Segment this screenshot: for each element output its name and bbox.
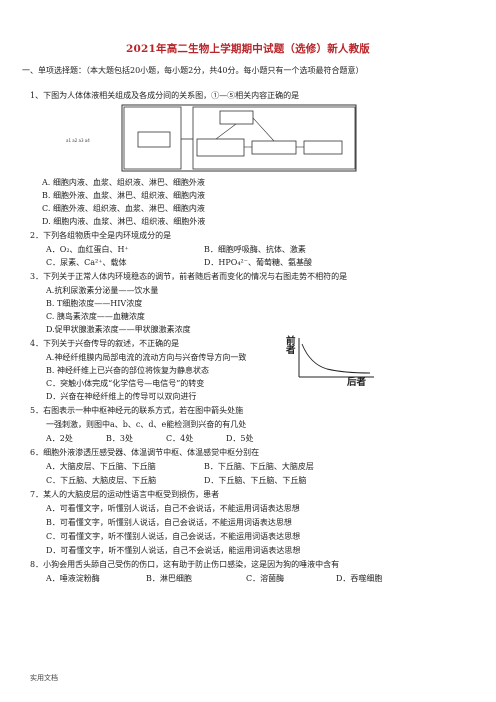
page-title: 2021年高二生物上学期期中试题（选修）新人教版: [125, 43, 371, 55]
question-5-stem: 5．右图表示一种中枢神经元的联系方式，若在图中箭头处施: [30, 406, 244, 415]
q8-option-a: A．唾液淀粉酶: [46, 574, 100, 583]
q5-option-d: D．5处: [226, 434, 254, 443]
q1-option-a: A. 细胞内液、血浆、组织液、淋巴、细胞外液: [42, 178, 205, 187]
graph-y-label: 前者: [286, 336, 296, 356]
page-footer: 实用文档: [30, 674, 58, 682]
q5-option-b: B．3处: [106, 434, 133, 443]
diagram-label: a1 a2 a3 a4: [66, 138, 90, 143]
q3-option-b: B. T细胞浓度——HIV浓度: [46, 299, 143, 308]
q2-option-c: C．尿素、Ca²⁺、载体: [46, 258, 127, 267]
q8-option-b: B．淋巴细胞: [146, 574, 192, 583]
q2-option-a: A．O₂、血红蛋白、H⁺: [46, 245, 129, 254]
q3-option-c: C. 胰岛素浓度——血糖浓度: [46, 312, 145, 321]
trend-graph: [298, 338, 374, 378]
q4-option-c: C．突触小体完成“化学信号—电信号”的转变: [46, 379, 205, 388]
question-4-stem: 4．下列关于兴奋传导的叙述，不正确的是: [30, 339, 180, 348]
section-heading: 一、单项选择题：（本大题包括20小题，每小题2分，共40分。每小题只有一个选项最…: [22, 66, 364, 75]
q7-option-a: A．可看懂文字，听懂别人说话，自己不会说话，不能运用词语表达思想: [46, 504, 300, 513]
question-5-stem-continued: 一强刺激，则图中a、b、c、d、e能检测到兴奋的有几处: [46, 420, 247, 429]
q8-option-c: C．溶菌酶: [246, 574, 285, 583]
q7-option-c: C．可看懂文字，听不懂别人说话，自己会说话，不能运用词语表达思想: [46, 532, 301, 541]
q7-option-b: B．可看懂文字，听懂别人说话，自己会说话，不能运用词语表达思想: [46, 518, 292, 527]
question-1-stem: 1、下图为人体体液相关组成及各成分间的关系图，①—⑤相关内容正确的是: [30, 91, 300, 100]
q6-option-d: D．下丘脑、下丘脑、下丘脑: [204, 476, 307, 485]
q5-option-c: C．4处: [166, 434, 194, 443]
q1-option-b: B. 细胞外液、血浆、淋巴、组织液、细胞内液: [42, 191, 205, 200]
graph-x-label: 后者: [347, 377, 367, 388]
q4-option-a: A.神经纤维膜内局部电流的流动方向与兴奋传导方向一致: [46, 353, 247, 362]
q1-option-c: C. 细胞外液、组织液、血浆、淋巴、细胞内液: [42, 204, 205, 213]
q2-option-b: B．细胞呼吸酶、抗体、激素: [204, 245, 306, 254]
question-7-stem: 7．某人的大脑皮层的运动性语言中枢受到损伤，患者: [30, 490, 220, 499]
q4-option-b: B. 神经纤维上已兴奋的部位将恢复为静息状态: [46, 366, 209, 375]
q5-option-a: A．2处: [46, 434, 73, 443]
q1-option-d: D. 细胞内液、血浆、淋巴、组织液、细胞外液: [42, 217, 206, 226]
question-6-stem: 6．细胞外液渗透压感受器、体温调节中枢、体温感觉中枢分别在: [30, 448, 260, 457]
body-fluid-diagram: a1 a2 a3 a4: [66, 104, 357, 172]
question-2-stem: 2．下列各组物质中全是内环境成分的是: [30, 231, 172, 240]
q2-option-d: D．HPO₄²⁻、葡萄糖、氨基酸: [204, 258, 312, 267]
q6-option-b: B．下丘脑、下丘脑、大脑皮层: [204, 462, 314, 471]
q6-option-c: C．下丘脑、大脑皮层、下丘脑: [46, 476, 157, 485]
q3-option-a: A.抗利尿激素分泌量——饮水量: [46, 286, 159, 295]
q8-option-d: D．吞噬细胞: [336, 574, 383, 583]
question-8-stem: 8．小狗会用舌头舔自己受伤的伤口，这有助于防止伤口感染，这是因为狗的唾液中含有: [30, 560, 340, 569]
q7-option-d: D．可看懂文字，听不懂别人说话，自己不会说话，能运用词语表达思想: [46, 546, 301, 555]
q4-option-d: D．兴奋在神经纤维上的传导可以双向进行: [46, 392, 197, 401]
question-3-stem: 3．下列关于正常人体内环境稳态的调节，前者随后者而变化的情况与右图走势不相符的是: [30, 272, 348, 281]
q6-option-a: A．大脑皮层、下丘脑、下丘脑: [46, 462, 156, 471]
q3-option-d: D.促甲状腺激素浓度——甲状腺激素浓度: [46, 325, 191, 334]
